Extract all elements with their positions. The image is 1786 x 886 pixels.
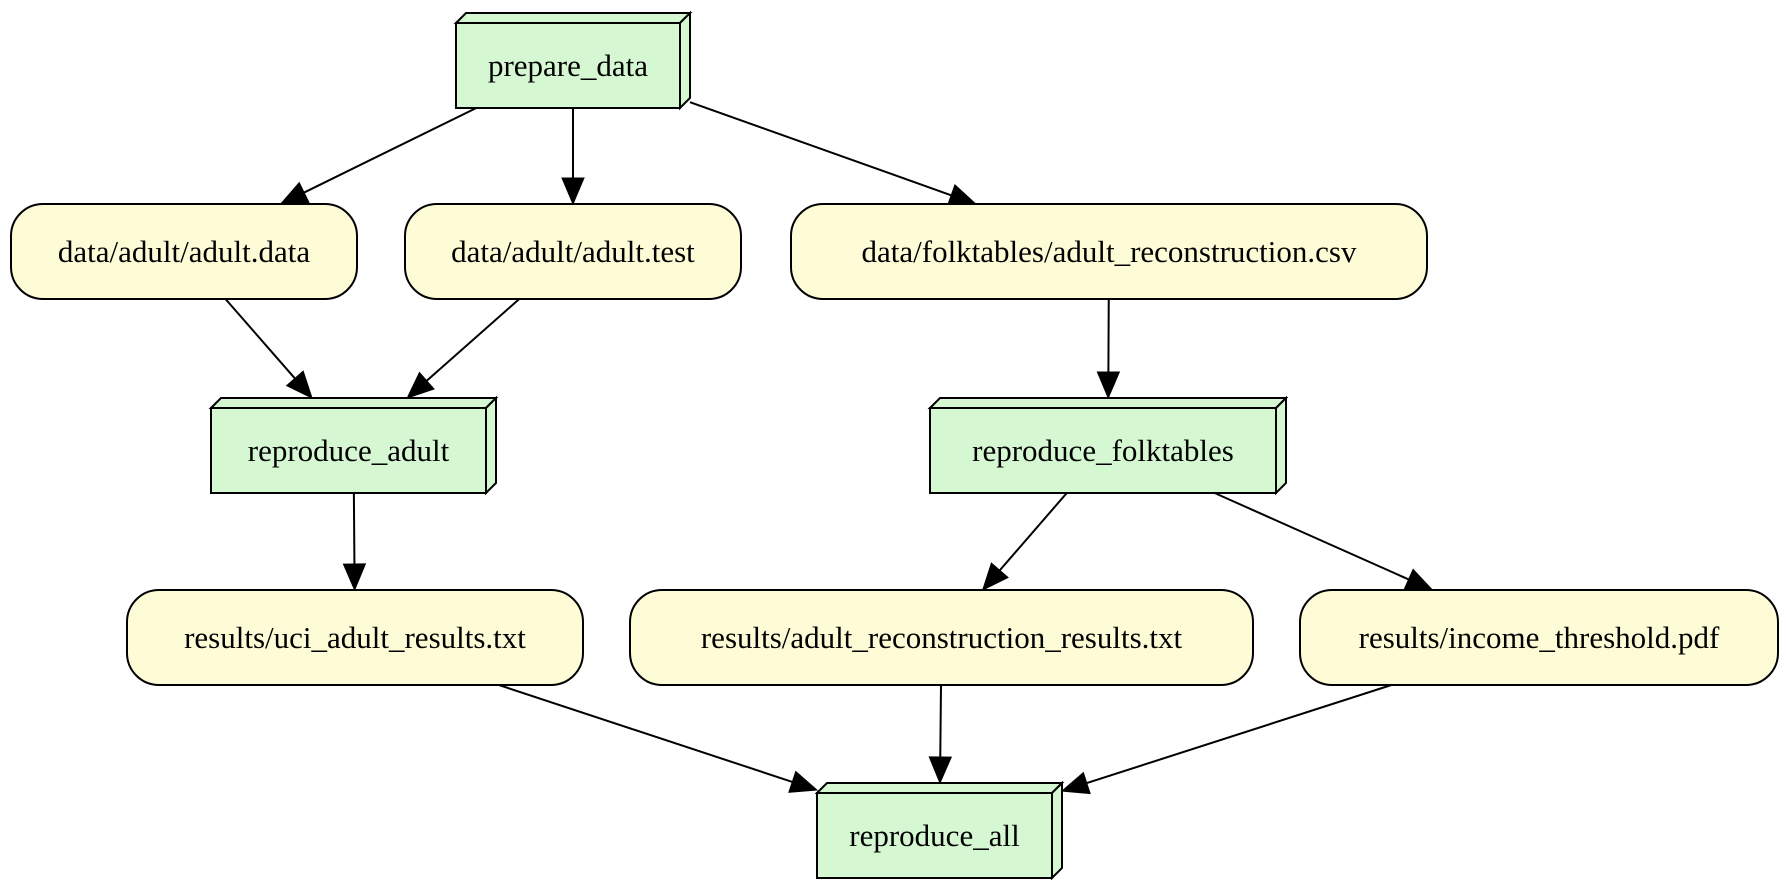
task-box-front: [455, 22, 681, 109]
edge-reproduce_folktables-to-recon_results: [981, 492, 1068, 591]
edge-line: [998, 492, 1068, 572]
node-label: data/adult/adult.data: [58, 234, 310, 269]
node-label: reproduce_folktables: [972, 433, 1234, 468]
arrowhead-icon: [928, 756, 953, 785]
arrowhead-icon: [1403, 568, 1434, 591]
node-label: results/adult_reconstruction_results.txt: [701, 620, 1183, 655]
task-node-prepare_data: prepare_data: [453, 10, 693, 111]
file-node-adult_data: data/adult/adult.data: [10, 203, 358, 300]
nodes-layer: prepare_data data/adult/adult.data data/ad…: [10, 10, 1779, 881]
edge-line: [689, 101, 952, 197]
task-box-side: [485, 395, 497, 496]
edge-line: [498, 684, 793, 783]
edge-line: [1214, 492, 1410, 581]
arrowhead-icon: [406, 371, 435, 399]
edge-line: [1086, 684, 1392, 785]
edge-adult_data-to-reproduce_adult: [224, 298, 313, 399]
task-box-top: [208, 397, 499, 409]
arrowhead-icon: [981, 562, 1009, 591]
file-node-recon_results: results/adult_reconstruction_results.txt: [629, 589, 1254, 686]
edge-prepare_data-to-folk_csv: [689, 101, 977, 207]
edge-recon_results-to-reproduce_all: [928, 684, 953, 785]
task-box-front: [210, 407, 487, 494]
file-box: [10, 203, 358, 300]
arrowhead-icon: [1096, 371, 1121, 400]
arrowhead-icon: [788, 770, 819, 793]
arrowhead-icon: [1060, 771, 1091, 795]
edge-reproduce_folktables-to-income_pdf: [1214, 492, 1434, 591]
edges-layer: [224, 101, 1434, 795]
arrowhead-icon: [946, 184, 977, 207]
arrowhead-icon: [279, 181, 310, 205]
task-node-reproduce_folktables: reproduce_folktables: [927, 395, 1289, 496]
file-box: [1299, 589, 1779, 686]
edge-income_pdf-to-reproduce_all: [1060, 684, 1392, 795]
edge-folk_csv-to-reproduce_folktables: [1096, 298, 1121, 400]
edge-prepare_data-to-adult_data: [279, 107, 477, 205]
task-box-top: [814, 782, 1065, 794]
node-label: data/folktables/adult_reconstruction.csv: [862, 234, 1357, 269]
file-node-uci_results: results/uci_adult_results.txt: [126, 589, 584, 686]
edge-line: [224, 298, 296, 380]
file-box: [126, 589, 584, 686]
edge-line: [426, 298, 520, 382]
task-box-side: [1051, 780, 1063, 881]
edge-line: [939, 684, 943, 758]
file-node-folk_csv: data/folktables/adult_reconstruction.csv: [790, 203, 1428, 300]
edge-line: [352, 492, 356, 565]
node-label: prepare_data: [488, 48, 648, 83]
task-box-side: [679, 10, 691, 111]
arrowhead-icon: [342, 563, 367, 592]
node-label: reproduce_all: [849, 818, 1019, 853]
task-box-side: [1275, 395, 1287, 496]
edge-line: [303, 107, 477, 194]
arrowhead-icon: [561, 177, 585, 206]
edge-prepare_data-to-adult_test: [561, 108, 585, 206]
node-label: data/adult/adult.test: [451, 234, 695, 269]
task-node-reproduce_all: reproduce_all: [814, 780, 1065, 881]
task-node-reproduce_adult: reproduce_adult: [208, 395, 499, 496]
file-box: [629, 589, 1254, 686]
node-label: results/income_threshold.pdf: [1359, 620, 1720, 655]
file-node-income_pdf: results/income_threshold.pdf: [1299, 589, 1779, 686]
file-box: [790, 203, 1428, 300]
arrowhead-icon: [285, 370, 313, 399]
edge-reproduce_adult-to-uci_results: [342, 492, 367, 592]
task-box-top: [927, 397, 1289, 409]
edge-adult_test-to-reproduce_adult: [406, 298, 520, 399]
task-box-top: [453, 12, 693, 24]
task-box-front: [929, 407, 1277, 494]
node-label: reproduce_adult: [248, 433, 450, 468]
node-label: results/uci_adult_results.txt: [184, 620, 526, 655]
file-node-adult_test: data/adult/adult.test: [404, 203, 742, 300]
file-box: [404, 203, 742, 300]
edge-uci_results-to-reproduce_all: [498, 684, 819, 793]
